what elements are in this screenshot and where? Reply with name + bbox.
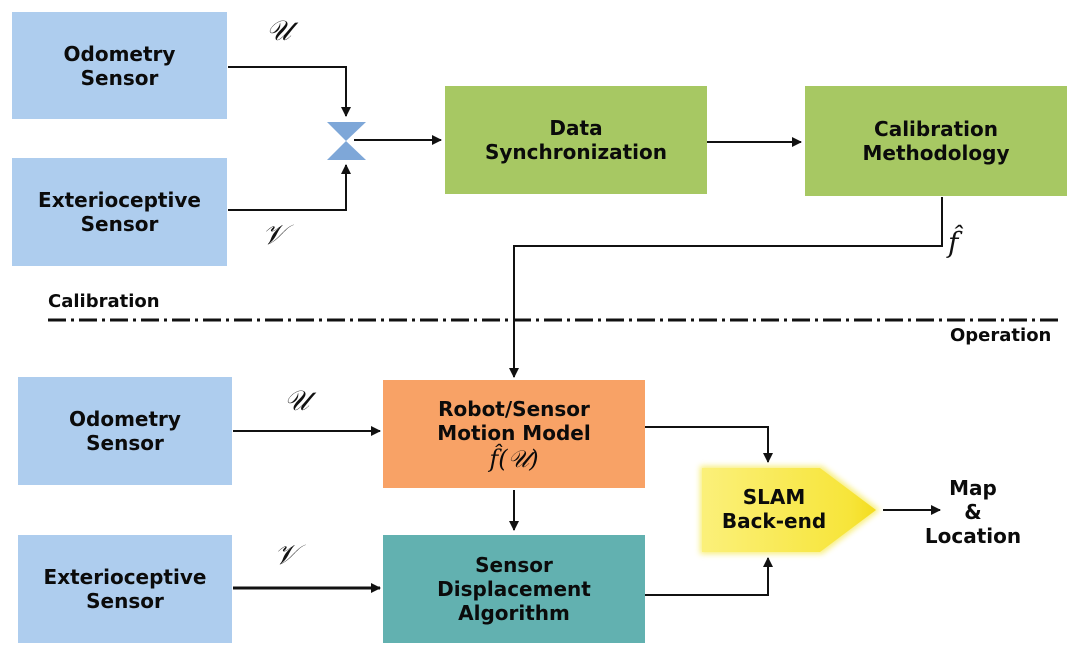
calib-symbol-f-hat: f̂ [948,226,959,259]
slam-backend-shape [702,468,876,552]
displacement-algorithm-box: Sensor Displacement Algorithm [383,535,645,643]
oper-exterio-line2: Sensor [86,589,164,613]
calib-method-line2: Methodology [862,141,1010,165]
calib-symbol-u: 𝒰 [266,14,292,47]
sync-hourglass-icon [327,122,366,160]
output-line2: & [964,500,982,524]
oper-symbol-u: 𝒰 [284,384,310,417]
slam-line2: Back-end [721,509,827,533]
calibration-section-label: Calibration [48,291,160,312]
calib-exterioceptive-sensor-box: Exterioceptive Sensor [12,158,227,266]
displacement-line1: Sensor [475,553,553,577]
map-location-output: Map & Location [910,476,1036,548]
calib-exterio-line2: Sensor [80,212,159,236]
motion-model-formula: f̂(𝒰) [489,445,539,473]
data-sync-line2: Synchronization [484,140,667,164]
data-sync-line1: Data [549,116,603,140]
arrow-displacement-to-slam [645,557,773,596]
motion-model-box: Robot/Sensor Motion Model f̂(𝒰) [383,380,645,488]
data-synchronization-box: Data Synchronization [445,86,707,194]
oper-odometry-sensor-box: Odometry Sensor [18,377,232,485]
oper-odometry-line2: Sensor [86,431,164,455]
operation-section-label: Operation [950,325,1052,346]
arrow-exterio-to-sync [228,164,351,211]
displacement-line2: Displacement [437,577,591,601]
slam-backend-label: SLAM Back-end [704,485,844,533]
calib-symbol-v: 𝒱 [262,218,286,251]
output-line1: Map [949,476,997,500]
slam-line1: SLAM [742,485,806,509]
motion-model-line2: Motion Model [437,421,591,445]
output-line3: Location [924,524,1022,548]
calib-exterio-line1: Exterioceptive [38,188,201,212]
oper-exterio-line1: Exterioceptive [43,565,207,589]
arrow-odometry-to-sync [228,66,351,117]
calib-odometry-line1: Odometry [63,41,176,66]
calib-method-line1: Calibration [874,117,998,141]
oper-symbol-v: 𝒱 [274,538,298,571]
displacement-line3: Algorithm [458,601,570,625]
calib-odometry-sensor-box: Odometry Sensor [12,12,227,119]
motion-model-line1: Robot/Sensor [438,397,590,421]
calibration-methodology-box: Calibration Methodology [805,86,1067,196]
oper-odometry-line1: Odometry [69,407,181,431]
oper-exterioceptive-sensor-box: Exterioceptive Sensor [18,535,232,643]
arrow-calibration-to-motion-model [509,197,943,378]
calib-odometry-line2: Sensor [80,65,159,90]
arrow-motion-model-to-slam [645,426,773,463]
